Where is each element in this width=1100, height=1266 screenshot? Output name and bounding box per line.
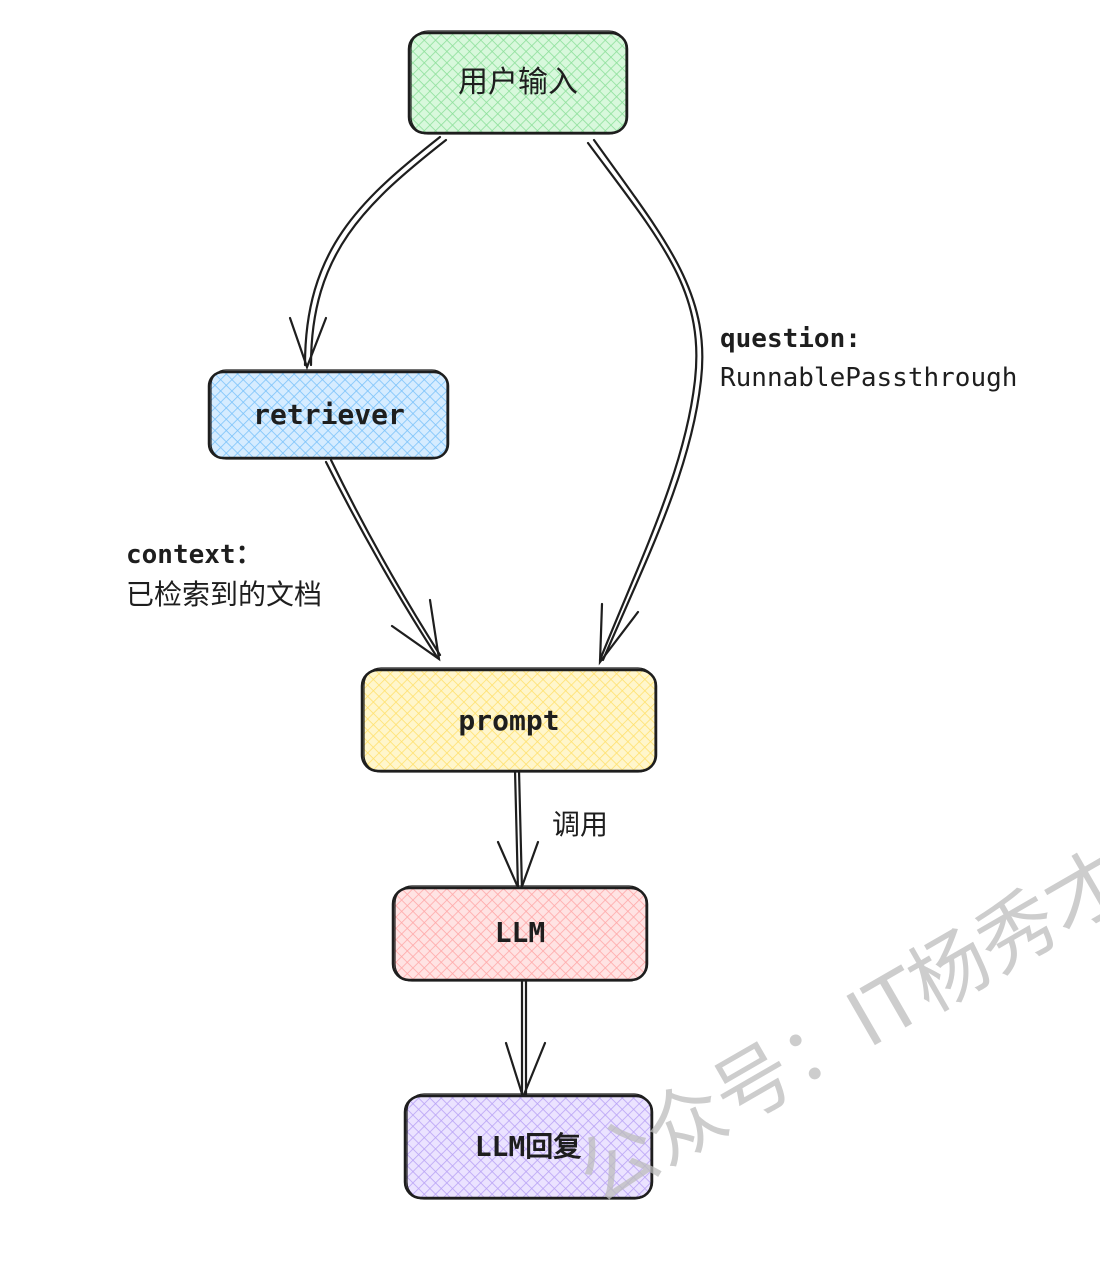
node-retriever: retriever <box>207 369 450 460</box>
node-llm-reply: LLM回复 <box>403 1093 654 1200</box>
edge-input-to-prompt <box>586 138 704 666</box>
edge-prompt-to-llm <box>496 768 540 895</box>
node-llm-reply-label: LLM回复 <box>475 1130 582 1163</box>
context-label-line1: context： <box>126 540 262 570</box>
node-llm-label: LLM <box>495 916 546 949</box>
node-prompt: prompt <box>360 667 658 773</box>
node-user-input-label: 用户输入 <box>458 65 578 100</box>
node-prompt-label: prompt <box>458 704 559 737</box>
node-llm: LLM <box>391 885 649 982</box>
node-retriever-label: retriever <box>253 398 405 431</box>
context-label-line2: 已检索到的文档 <box>126 578 322 611</box>
edge-label-invoke: 调用 <box>552 808 608 841</box>
edge-label-context: context： 已检索到的文档 <box>126 540 322 611</box>
node-user-input: 用户输入 <box>407 30 629 135</box>
question-label-line2: RunnablePassthrough <box>720 363 1017 393</box>
edge-llm-to-reply <box>504 978 547 1101</box>
question-label-line1: question: <box>720 324 861 354</box>
edge-label-question: question: RunnablePassthrough <box>720 324 1017 393</box>
edge-input-to-retriever <box>288 135 448 371</box>
edge-retriever-to-prompt <box>324 458 442 662</box>
